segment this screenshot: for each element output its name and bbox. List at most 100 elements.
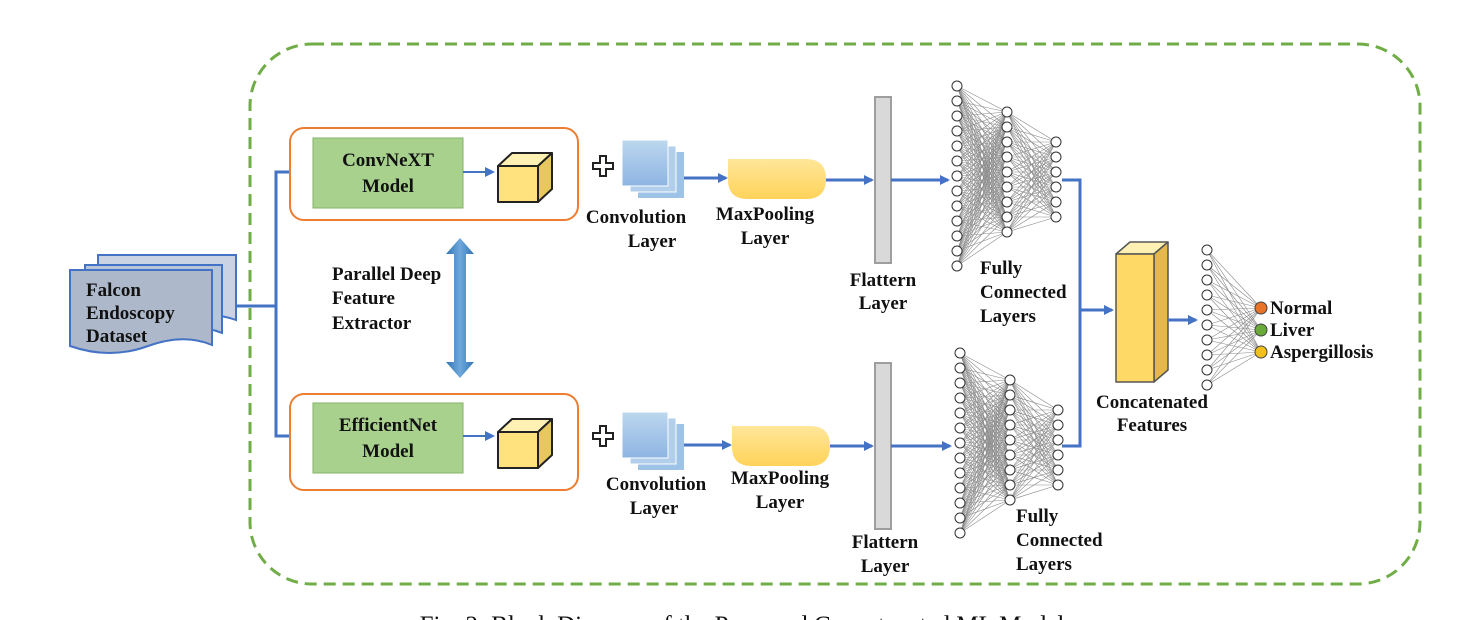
fc-neuron [1001,136,1013,148]
conv-label-lower-1: Convolution [606,474,707,495]
fc-neuron [1001,121,1013,133]
convolution-layer-icon [621,139,684,198]
output-node-liver [1254,323,1268,337]
maxpooling-layer-shape-lower [732,426,830,466]
fc-neuron [951,80,963,92]
fc-label-lower-3: Layers [1016,554,1072,575]
flatten-layer-bar-lower [874,362,892,530]
system-boundary [248,42,1422,586]
plus-icon-lower [592,425,614,447]
fc-neuron [951,110,963,122]
fc-neuron [954,527,966,539]
dataset-label-2: Endoscopy [86,303,175,324]
fc-neuron [1050,151,1062,163]
parallel-double-arrow [446,238,474,378]
conv-label-lower-2: Layer [630,498,679,519]
convolution-layer-icon-lower [621,411,684,470]
parallel-label-1: Parallel Deep [332,264,441,285]
fc-neuron [1050,181,1062,193]
fc-neuron [1004,389,1016,401]
fc-neuron [1052,404,1064,416]
output-label-aspergillosis: Aspergillosis [1270,342,1373,363]
fc-neuron [951,140,963,152]
flatten-label-lower-1: Flattern [852,532,919,553]
fc-label-upper-2: Connected [980,282,1067,303]
fc-neuron [954,377,966,389]
dataset-icon [69,254,237,354]
fc-neuron [1050,166,1062,178]
classifier-neuron [1201,364,1213,376]
fc-neuron [1001,166,1013,178]
output-label-normal: Normal [1270,298,1332,319]
convnext-model-box [312,137,464,209]
flatten-label-lower-2: Layer [861,556,910,577]
classifier-neuron [1201,289,1213,301]
fc-neuron [1001,181,1013,193]
fc-neuron [1004,449,1016,461]
fc-neuron [954,392,966,404]
output-label-liver: Liver [1270,320,1315,341]
fc-neuron [1004,374,1016,386]
fc-label-lower-1: Fully [1016,506,1059,527]
fc-neuron [954,407,966,419]
classifier-neuron [1201,274,1213,286]
fc-neuron [954,467,966,479]
feature-cube-icon-lower [497,418,553,469]
merge-connector-lower [1062,310,1082,448]
fully-connected-net-lower [954,347,1064,539]
plus-icon [592,155,614,177]
fc-neuron [1052,419,1064,431]
fc-neuron [1001,196,1013,208]
fc-neuron [1004,494,1016,506]
fc-neuron [954,362,966,374]
fc-neuron [1052,479,1064,491]
classifier-neuron [1201,334,1213,346]
fully-connected-net-upper [951,80,1062,272]
fc-neuron [954,452,966,464]
fc-neuron [1001,226,1013,238]
output-node-normal [1254,301,1268,315]
fc-neuron [1004,479,1016,491]
fc-neuron [954,482,966,494]
fc-label-upper-3: Layers [980,306,1036,327]
fc-neuron [1052,434,1064,446]
figure-caption: Fig. 2: Block Diagram of the Proposed Co… [420,612,1065,620]
classifier-neuron [1201,349,1213,361]
fc-neuron [1050,211,1062,223]
classifier-neuron [1201,319,1213,331]
maxpooling-layer-shape [728,159,826,199]
parallel-label-2: Feature [332,288,395,309]
fc-neuron [951,215,963,227]
efficientnet-model-box [312,402,464,474]
pool-label-upper-2: Layer [741,228,790,249]
fc-neuron [1004,419,1016,431]
fc-neuron [954,512,966,524]
fc-neuron [1052,449,1064,461]
classifier-neuron [1201,304,1213,316]
concatenated-features-block [1115,241,1169,383]
fc-neuron [954,497,966,509]
fc-neuron [951,185,963,197]
fc-neuron [951,155,963,167]
fc-neuron [1050,136,1062,148]
conv-label-upper-1: Convolution [586,207,687,228]
classifier-neuron [1201,244,1213,256]
pool-label-lower-1: MaxPooling [731,468,830,489]
fc-neuron [1004,434,1016,446]
pool-label-lower-2: Layer [756,492,805,513]
fc-neuron [951,95,963,107]
flatten-label-upper-2: Layer [859,293,908,314]
fc-neuron [951,245,963,257]
fc-neuron [1050,196,1062,208]
fc-neuron [1001,211,1013,223]
output-node-aspergillosis [1254,345,1268,359]
fc-neuron [1001,106,1013,118]
merge-connector [1062,178,1114,315]
fc-neuron [954,347,966,359]
pool-label-upper-1: MaxPooling [716,204,815,225]
flatten-layer-bar [874,96,892,264]
fc-neuron [1052,464,1064,476]
dataset-label-1: Falcon [86,280,141,301]
fc-label-upper-1: Fully [980,258,1023,279]
convnext-model-label-2: Model [362,176,414,197]
